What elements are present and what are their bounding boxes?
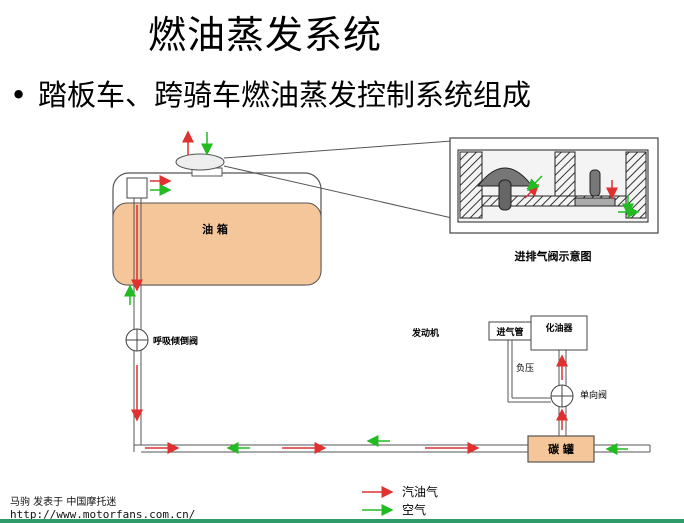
rollover-valve-housing: [126, 175, 172, 199]
tank-label: 油 箱: [202, 222, 228, 236]
charcoal-canister: 碳 罐: [527, 435, 595, 463]
check-valve-label: 单向阀: [580, 389, 607, 401]
rollover-valve-symbol: [125, 328, 149, 352]
bullet-text: 踏板车、跨骑车燃油蒸发控制系统组成: [38, 78, 532, 112]
vacuum-line: [507, 340, 551, 403]
bullet-item: • 踏板车、跨骑车燃油蒸发控制系统组成: [10, 72, 531, 114]
negative-pressure-label: 负压: [516, 362, 534, 374]
bullet-dot: •: [10, 78, 28, 112]
watermark-url: http://www.motorfans.com.cn/: [10, 508, 196, 521]
check-valve-symbol: [550, 384, 574, 408]
valve-detail-inset: [449, 137, 659, 234]
canister-label: 碳 罐: [548, 442, 574, 456]
legend-vapor-label: 汽油气: [402, 484, 438, 499]
valve-detail-caption: 进排气阀示意图: [515, 249, 592, 263]
legend: 汽油气 空气: [362, 484, 438, 517]
zoom-line-bottom: [223, 165, 453, 219]
zoom-line-top: [223, 140, 453, 159]
fuel-level: [112, 202, 322, 286]
legend-air-label: 空气: [402, 502, 426, 517]
tank-vent-pipe: [133, 198, 528, 453]
detail-air-arrow: [526, 175, 543, 192]
intake-pipe: 进气管: [488, 321, 532, 341]
page-title: 燃油蒸发系统: [147, 13, 382, 57]
bottom-accent-bar: [0, 519, 684, 523]
fuel-tank: 油 箱: [112, 172, 322, 286]
canister-vent-pipe: [594, 444, 651, 453]
engine-label: 发动机: [411, 327, 439, 339]
intake-pipe-label: 进气管: [496, 326, 523, 338]
carburetor-label: 化油器: [545, 322, 573, 334]
breather-valve-label: 呼吸倾倒阀: [153, 335, 198, 347]
tank-cap-valve: [175, 130, 225, 177]
watermark-line-1: 马驹 发表于 中国摩托迷: [10, 497, 117, 508]
carburetor: 化油器: [530, 315, 588, 351]
